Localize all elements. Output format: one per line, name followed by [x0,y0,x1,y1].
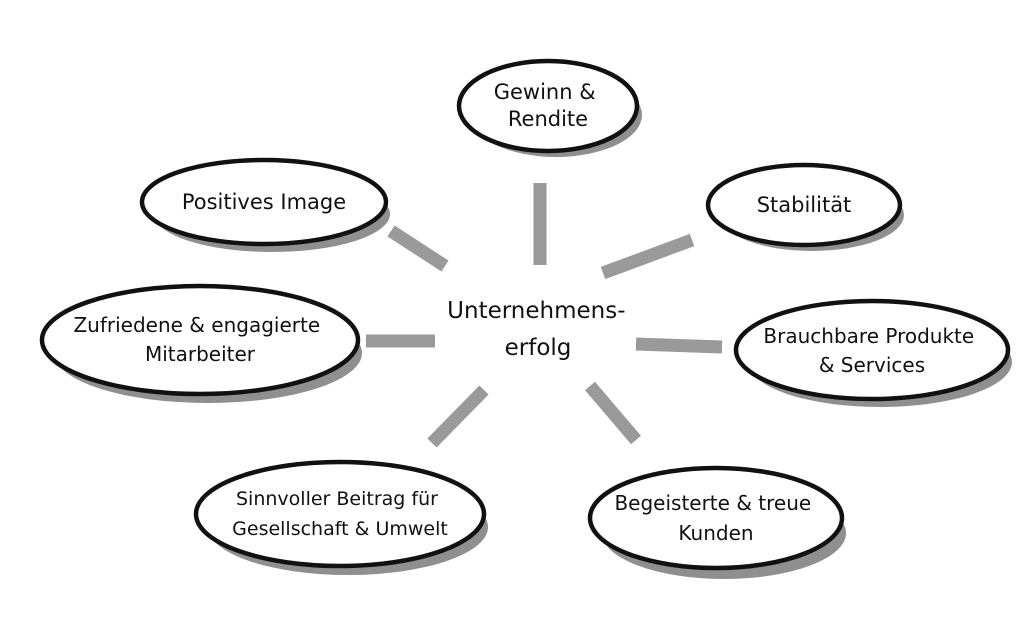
center-label-line-1: Unternehmens- [447,298,625,324]
node-mitarbeiter: Zufriedene & engagierte Mitarbeiter [39,283,362,403]
node-stabilitaet-bubble [705,162,903,248]
connector-stabilitaet [600,233,695,280]
node-gewinn-bubble [456,58,640,154]
node-gewinn: Gewinn & Rendite [456,58,642,157]
node-beitrag: Sinnvoller Beitrag für Gesellschaft & Um… [193,459,488,575]
node-beitrag-line-1: Sinnvoller Beitrag für [236,488,438,510]
node-image-label: Positives Image [182,190,346,214]
node-image: Positives Image [139,157,390,252]
node-produkte-line-1: Brauchbare Produkte [763,324,974,348]
node-beitrag-bubble [193,459,487,569]
node-beitrag-label: Sinnvoller Beitrag für Gesellschaft & Um… [232,488,448,540]
node-produkte-label: Brauchbare Produkte & Services [763,324,980,377]
node-image-line-1: Positives Image [182,190,346,214]
node-stabilitaet-line-1: Stabilität [757,193,852,217]
node-produkte-bubble [733,298,1011,402]
node-mitarbeiter-bubble [39,283,361,397]
node-kunden-line-2: Kunden [678,521,753,545]
node-kunden: Begeisterte & treue Kunden [587,465,846,579]
node-stabilitaet: Stabilität [705,162,904,251]
node-gewinn-label: Gewinn & Rendite [494,80,603,131]
node-gewinn-line-1: Gewinn & [494,80,596,104]
node-kunden-line-1: Begeisterte & treue [614,491,811,515]
node-image-bubble [139,157,389,247]
center-label-line-2: erfolg [505,335,572,361]
center-label: Unternehmens- erfolg [447,298,633,361]
node-mitarbeiter-label: Zufriedene & engagierte Mitarbeiter [73,313,326,366]
node-kunden-label: Begeisterte & treue Kunden [614,491,817,545]
connector-beitrag [427,385,489,448]
node-produkte-line-2: & Services [819,353,925,377]
node-gewinn-line-2: Rendite [508,107,588,131]
connector-image [387,225,449,272]
node-mitarbeiter-line-1: Zufriedene & engagierte [73,313,320,337]
node-mitarbeiter-line-2: Mitarbeiter [145,342,256,366]
node-beitrag-line-2: Gesellschaft & Umwelt [232,518,448,540]
connector-kunden [585,381,641,445]
node-stabilitaet-label: Stabilität [757,193,852,217]
connector-produkte [635,337,723,354]
node-produkte: Brauchbare Produkte & Services [733,298,1012,407]
connectors [366,183,723,448]
node-kunden-bubble [587,465,845,571]
